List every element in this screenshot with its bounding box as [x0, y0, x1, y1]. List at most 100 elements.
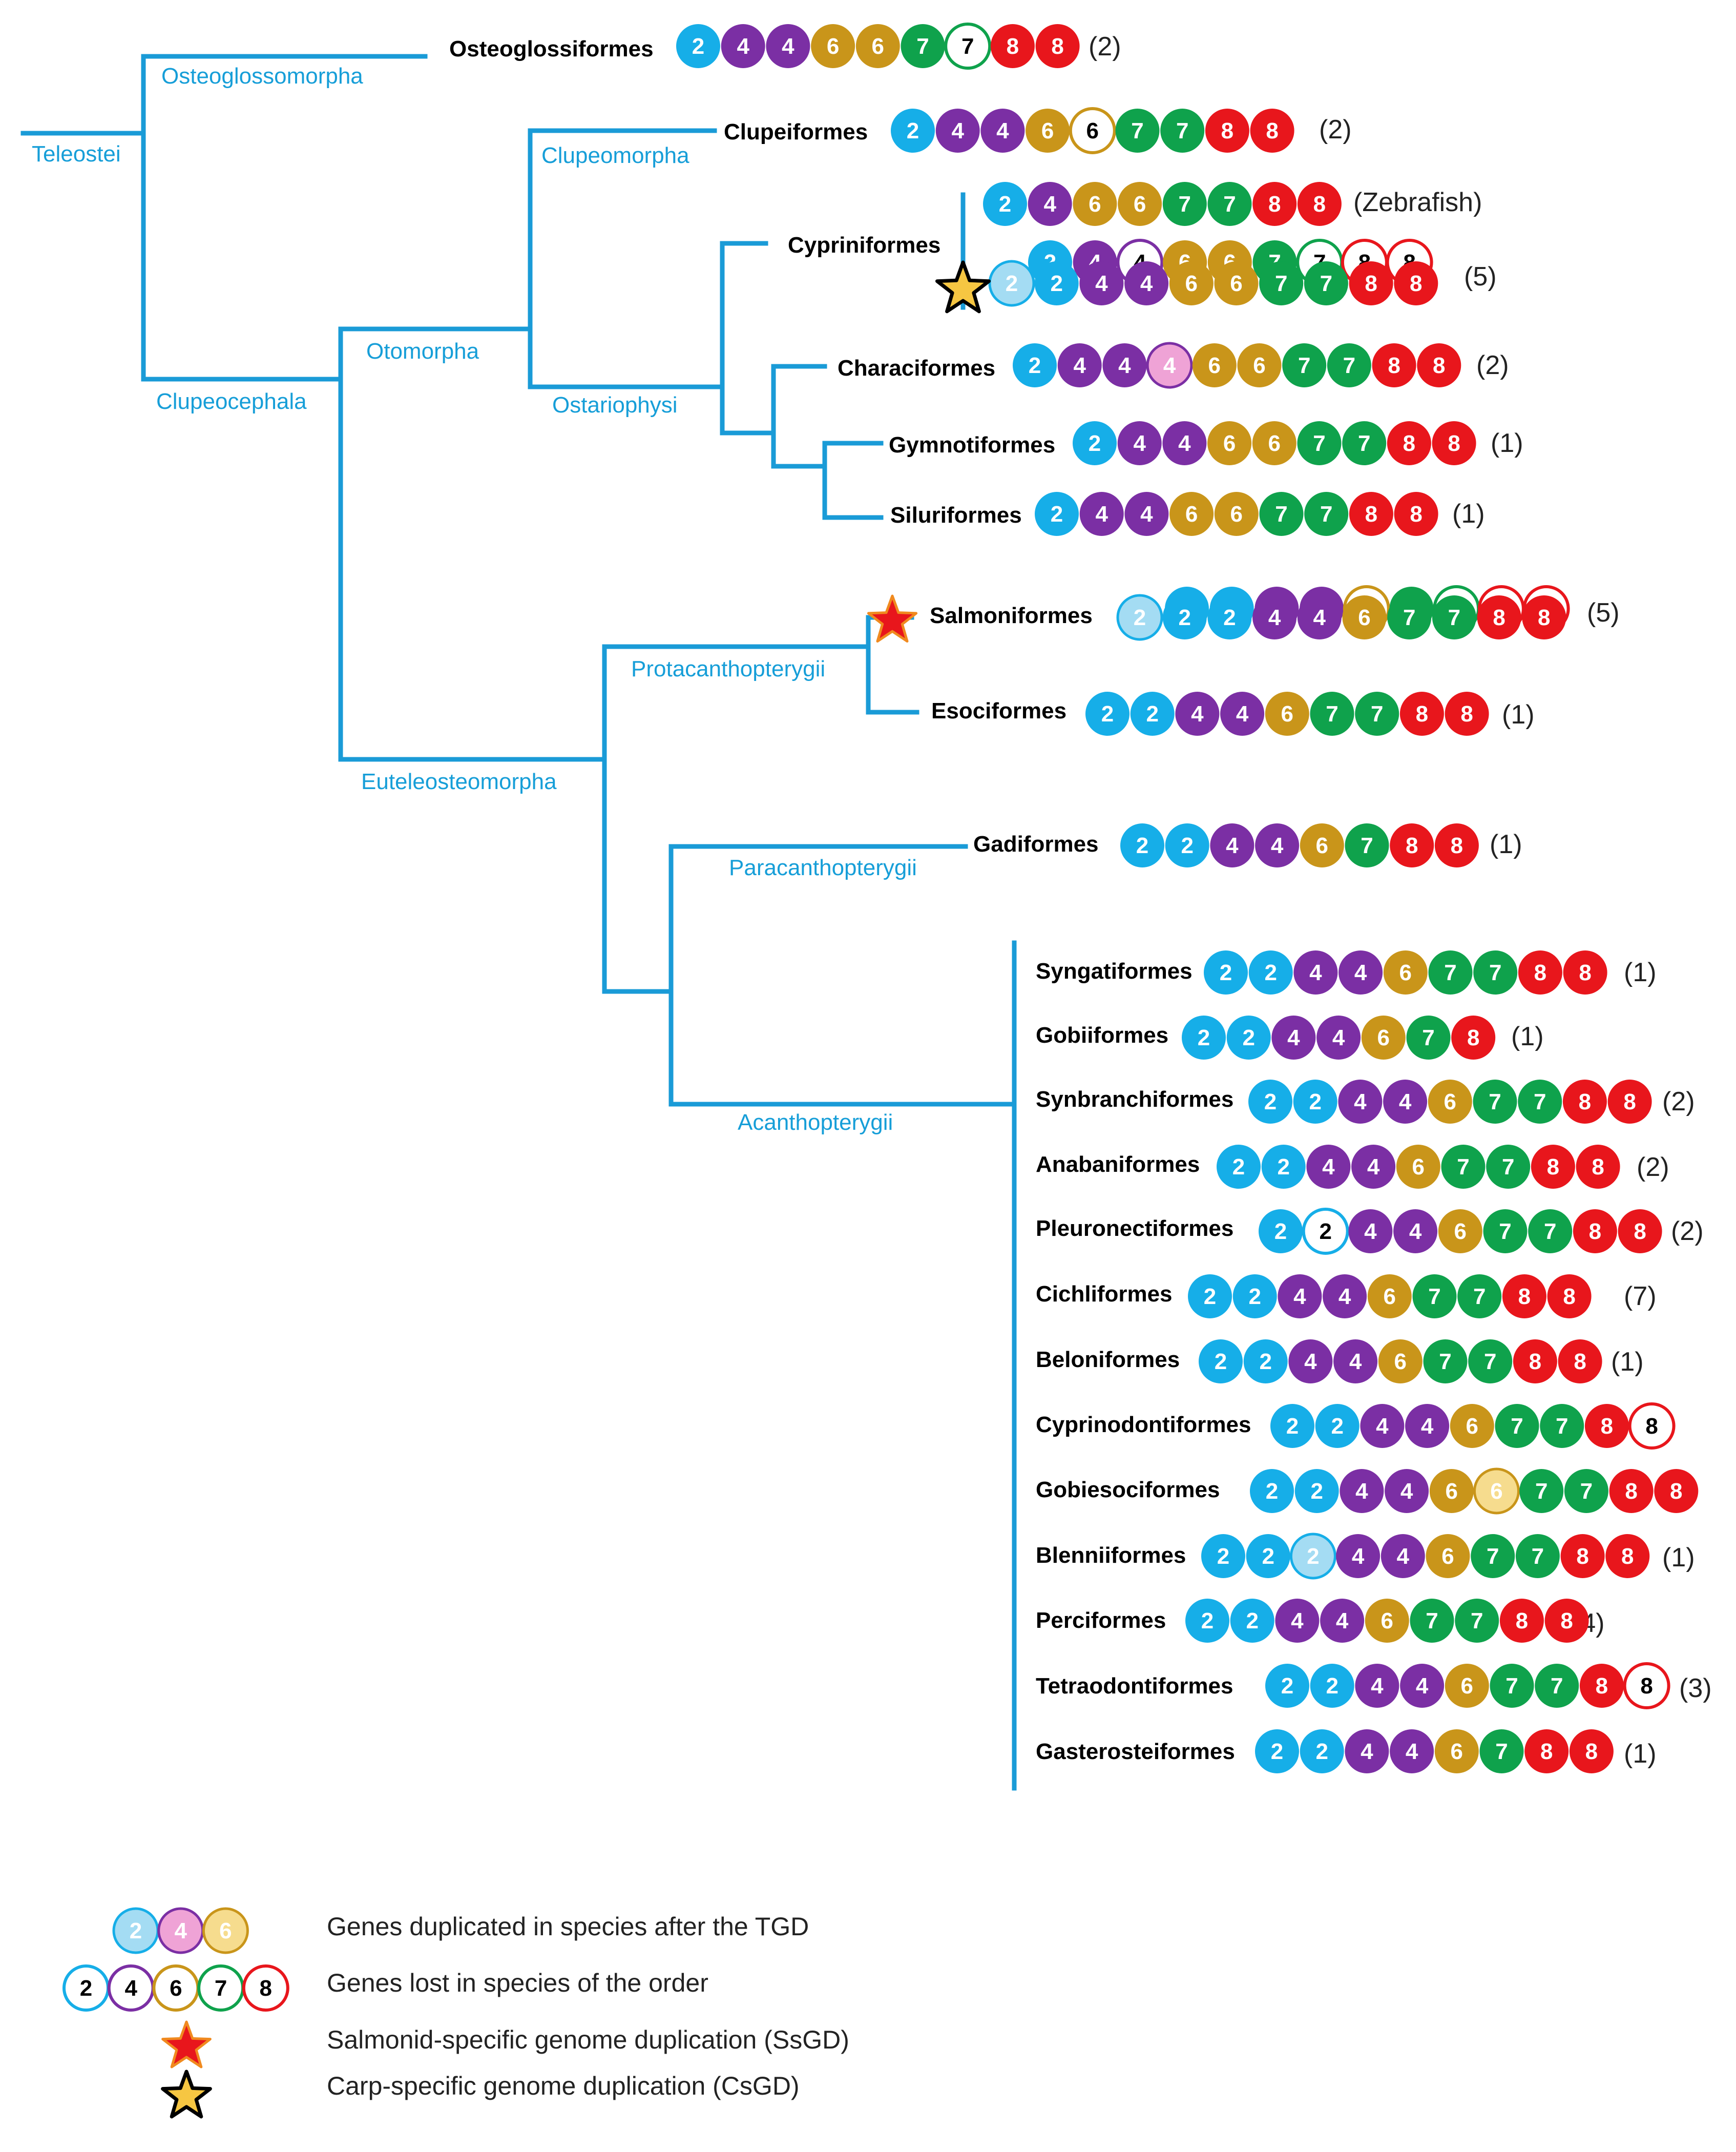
salmoniformes-gene-3: 2: [1207, 595, 1252, 639]
blenniiformes-gene-6: 6: [1426, 1534, 1470, 1578]
svg-text:8: 8: [1589, 1219, 1601, 1244]
svg-text:7: 7: [1275, 502, 1287, 527]
svg-text:2: 2: [1310, 1479, 1323, 1504]
cichliformes-gene-3: 4: [1278, 1274, 1322, 1318]
count-zebrafish: (Zebrafish): [1353, 188, 1482, 217]
cyprinodontiformes-gene-8: 8: [1584, 1404, 1629, 1448]
clupeiformes-gene-4: 6: [1026, 109, 1070, 153]
gymnotiformes-gene-8: 8: [1387, 421, 1431, 465]
svg-text:4: 4: [1367, 1154, 1380, 1180]
order-synbranchiformes: Synbranchiformes: [1036, 1087, 1233, 1112]
legend-duplicated-text: Genes duplicated in species after the TG…: [327, 1912, 809, 1941]
svg-text:4: 4: [1140, 271, 1153, 296]
cypriniformes-ploidy-gene-6: 6: [1214, 261, 1259, 305]
svg-text:8: 8: [1266, 118, 1278, 143]
clade-ostariophysi: Ostariophysi: [552, 392, 678, 418]
svg-text:7: 7: [1176, 118, 1188, 143]
salmoniformes-gene-6: 6: [1342, 595, 1387, 639]
count-esociformes: (1): [1502, 700, 1535, 730]
order-gobiesociformes: Gobiesociformes: [1036, 1477, 1220, 1502]
svg-text:7: 7: [1535, 1479, 1547, 1504]
gymnotiformes-gene-7: 7: [1342, 421, 1387, 465]
svg-text:6: 6: [1134, 192, 1146, 217]
syngatiformes-gene-3: 4: [1293, 950, 1338, 995]
svg-text:2: 2: [1277, 1154, 1289, 1180]
beloniformes-gene-1: 2: [1199, 1339, 1243, 1383]
svg-text:6: 6: [1316, 833, 1328, 858]
tetraodontiformes-gene-5: 6: [1445, 1664, 1489, 1708]
gadiformes-gene-7: 8: [1390, 823, 1434, 867]
svg-text:7: 7: [916, 34, 929, 59]
anabaniformes-gene-3: 4: [1306, 1145, 1351, 1189]
clupeiformes-gene-9: 8: [1250, 109, 1294, 153]
order-anabaniformes: Anabaniformes: [1036, 1152, 1200, 1177]
svg-text:7: 7: [961, 34, 974, 59]
svg-text:7: 7: [1444, 960, 1456, 985]
syngatiformes-gene-6: 7: [1428, 950, 1473, 995]
svg-text:6: 6: [1041, 118, 1054, 143]
blenniiformes-gene-8: 7: [1515, 1534, 1560, 1578]
carp-duplication-star-icon: [935, 260, 991, 314]
clade-euteleosteomorpha: Euteleosteomorpha: [361, 769, 557, 794]
svg-text:7: 7: [1343, 353, 1355, 378]
svg-text:6: 6: [1230, 502, 1243, 527]
gymnotiformes-gene-3: 4: [1162, 421, 1207, 465]
svg-text:7: 7: [1499, 1219, 1511, 1244]
cypriniformes-ploidy-gene-5: 6: [1169, 261, 1214, 305]
svg-text:8: 8: [1670, 1479, 1682, 1504]
gymnotiformes-gene-2: 4: [1117, 421, 1162, 465]
esociformes-gene-9: 8: [1445, 692, 1489, 736]
gasterosteiformes-gene-1: 2: [1255, 1729, 1299, 1773]
svg-text:4: 4: [1140, 502, 1153, 527]
cypriniformes-zebrafish-gene-3: 6: [1073, 182, 1117, 226]
perciformes-gene-1: 2: [1185, 1599, 1229, 1643]
svg-text:7: 7: [1320, 271, 1332, 296]
esociformes-gene-7: 7: [1355, 692, 1399, 736]
pleuronectiformes-gene-3: 4: [1348, 1209, 1393, 1253]
count-siluriformes: (1): [1452, 499, 1485, 529]
svg-text:2: 2: [1307, 1544, 1319, 1569]
order-blenniiformes: Blenniiformes: [1036, 1543, 1186, 1568]
cyprinodontiformes-gene-9: 8: [1628, 1402, 1676, 1450]
svg-text:4: 4: [1364, 1219, 1377, 1244]
pleuronectiformes-gene-7: 7: [1528, 1209, 1573, 1253]
syngatiformes-gene-9: 8: [1563, 950, 1607, 995]
gobiiformes-gene-5: 6: [1361, 1016, 1406, 1060]
svg-text:2: 2: [1319, 1219, 1331, 1244]
anabaniformes-gene-7: 7: [1486, 1145, 1531, 1189]
cichliformes-gene-5: 6: [1367, 1274, 1412, 1318]
pleuronectiformes-gene-5: 6: [1438, 1209, 1482, 1253]
svg-text:6: 6: [1208, 353, 1221, 378]
svg-text:7: 7: [1580, 1479, 1593, 1504]
synbranchiformes-gene-1: 2: [1248, 1080, 1292, 1124]
svg-text:2: 2: [1315, 1739, 1328, 1764]
gobiiformes-gene-2: 2: [1226, 1016, 1271, 1060]
svg-text:8: 8: [1574, 1349, 1586, 1374]
svg-text:4: 4: [1313, 605, 1326, 630]
clupeiformes-gene-7: 7: [1160, 109, 1205, 153]
perciformes-gene-6: 7: [1410, 1599, 1454, 1643]
svg-text:4: 4: [1268, 605, 1281, 630]
count-osteoglossiformes: (2): [1089, 32, 1121, 61]
synbranchiformes-gene-8: 8: [1562, 1080, 1607, 1124]
esociformes-gene-6: 7: [1310, 692, 1354, 736]
svg-text:4: 4: [782, 34, 794, 59]
svg-text:2: 2: [1134, 605, 1146, 630]
svg-text:7: 7: [1544, 1219, 1556, 1244]
svg-text:8: 8: [1051, 34, 1063, 59]
count-clupeiformes: (2): [1319, 115, 1352, 144]
gasterosteiformes-gene-3: 4: [1345, 1729, 1389, 1773]
svg-text:8: 8: [1493, 605, 1505, 630]
svg-text:4: 4: [1397, 1544, 1410, 1569]
svg-text:7: 7: [1448, 605, 1460, 630]
svg-text:6: 6: [1461, 1673, 1473, 1699]
svg-text:4: 4: [996, 118, 1009, 143]
cypriniformes-ploidy-gene-8: 7: [1304, 261, 1348, 305]
svg-text:2: 2: [1178, 605, 1190, 630]
cypriniformes-ploidy-gene-4: 4: [1124, 261, 1169, 305]
order-characiformes: Characiformes: [838, 356, 995, 381]
order-cyprinodontiformes: Cyprinodontiformes: [1036, 1412, 1251, 1437]
characiformes-gene-6: 6: [1237, 343, 1282, 387]
syngatiformes-gene-4: 4: [1338, 950, 1383, 995]
